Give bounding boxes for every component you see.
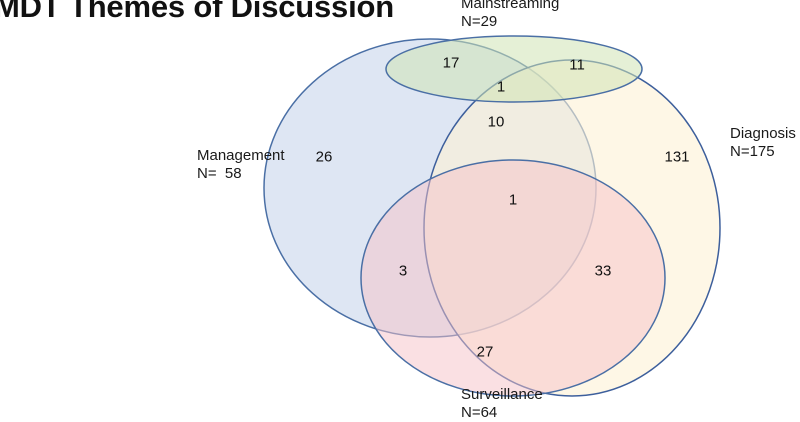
region-surveillance-only: 27	[476, 343, 494, 361]
management-count: N= 58	[197, 165, 242, 182]
region-mainstreaming-diagnosis: 11	[569, 56, 585, 74]
surveillance-count: N=64	[461, 404, 498, 421]
region-management-diagnosis-surveillance: 1	[508, 191, 518, 209]
surveillance-name: Surveillance	[461, 386, 543, 403]
diagnosis-count: N=175	[730, 143, 775, 160]
management-name: Management	[197, 147, 285, 164]
diagnosis-name: Diagnosis	[730, 125, 796, 142]
diagnosis-label: Diagnosis N=175	[730, 125, 796, 161]
region-diagnosis-surveillance: 33	[594, 262, 612, 280]
region-management-only: 26	[315, 148, 333, 166]
mainstreaming-name: Mainstreaming	[461, 0, 560, 12]
region-management-diagnosis: 10	[487, 113, 505, 131]
mainstreaming-label: Mainstreaming N=29	[461, 0, 559, 31]
region-management-surveillance: 3	[398, 262, 408, 280]
mainstreaming-set	[385, 35, 643, 103]
region-diagnosis-only: 131	[664, 148, 690, 166]
management-label: Management N= 58	[197, 147, 285, 183]
surveillance-set	[360, 159, 666, 397]
region-mainstreaming-management-diagnosis: 1	[496, 78, 506, 96]
region-mainstreaming-management: 17	[442, 54, 460, 72]
mainstreaming-count: N=29	[461, 13, 498, 30]
surveillance-label: Surveillance N=64	[461, 386, 543, 422]
diagram-title: MDT Themes of Discussion	[0, 0, 394, 24]
